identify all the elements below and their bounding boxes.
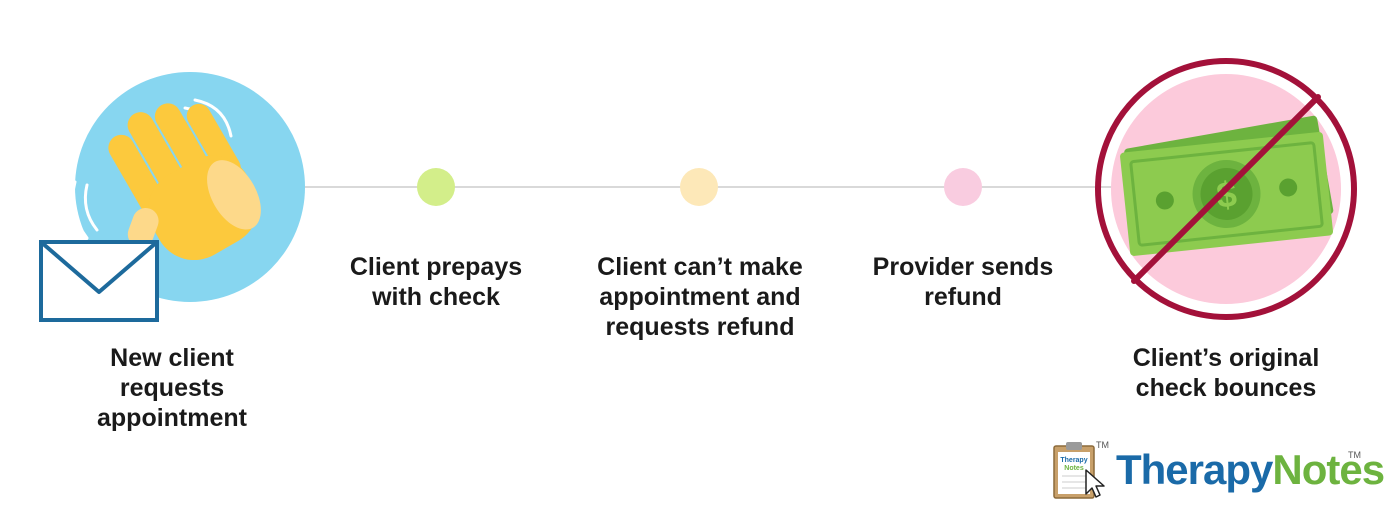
logo-tm-small: TM: [1096, 440, 1109, 450]
waving-hand-envelope-icon: [39, 72, 305, 322]
logo-wordmark: TherapyNotes: [1116, 446, 1385, 494]
logo-tm: TM: [1348, 450, 1361, 460]
crossed-out-money-icon: $: [1095, 58, 1357, 320]
step-label-prepay: Client prepays with check: [349, 253, 523, 311]
logo-word-notes: Notes: [1272, 446, 1385, 493]
clipboard-text-notes: Notes: [1064, 465, 1084, 472]
step-label-request: New client requests appointment: [97, 344, 247, 432]
step-label-refund-sent: Provider sends refund: [872, 253, 1054, 311]
logo-word-therapy: Therapy: [1116, 446, 1273, 493]
therapynotes-logo: Therapy Notes TM TherapyNotes TM: [1052, 440, 1385, 500]
step-dot-prepay: [417, 168, 455, 206]
step-label-check-bounces: Client’s original check bounces: [1132, 344, 1320, 402]
step-dot-refund-request: [680, 168, 718, 206]
step-label-refund-request: Client can’t make appointment and reques…: [597, 253, 803, 341]
clipboard-text-therapy: Therapy: [1060, 457, 1087, 464]
step-dot-refund-sent: [944, 168, 982, 206]
clipboard-icon: Therapy Notes: [1053, 442, 1105, 499]
